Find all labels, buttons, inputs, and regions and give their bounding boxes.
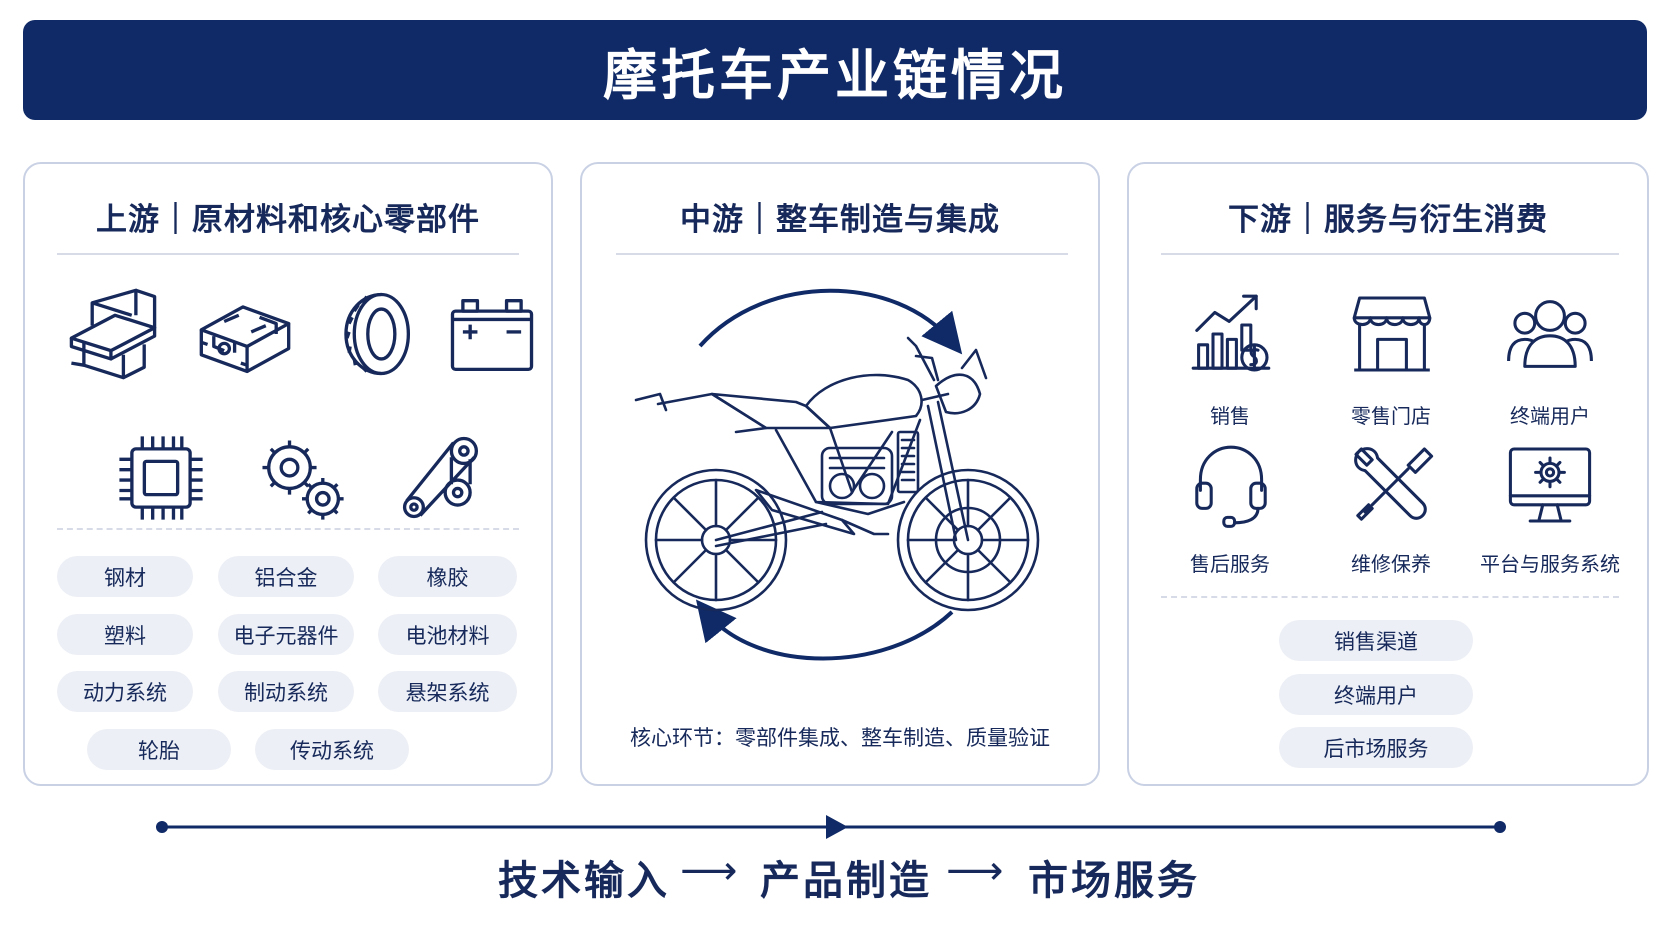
headset-icon [1186,440,1276,530]
upstream-dash-divider [57,528,519,530]
chain-drive-icon [389,426,493,530]
service-label: 销售 [1210,404,1250,428]
storefront-icon [1347,289,1437,379]
material-pill: 轮胎 [87,729,231,770]
flow-end-dot [1494,821,1506,833]
sales-chart-icon [1186,289,1276,379]
aluminum-profile-icon [193,282,297,386]
material-pill: 塑料 [57,614,193,655]
chip-icon [109,426,213,530]
flow-arrow-icon: ⟶ [946,848,1004,894]
material-pill: 电子元器件 [218,614,354,655]
flow-mid-arrow-icon [826,815,848,839]
downstream-divider [1161,253,1619,255]
upstream-divider [57,253,519,255]
cycle-arrow-top [698,288,963,355]
flow-arrow-icon: ⟶ [680,848,738,894]
core-process-note: 核心环节：零部件集成、整车制造、质量验证 [630,726,1050,750]
battery-icon [440,282,544,386]
material-pill: 电池材料 [378,614,517,655]
service-label: 零售门店 [1351,404,1431,428]
downstream-panel: 下游｜服务与衍生消费 [1127,162,1649,786]
material-pill: 悬架系统 [378,671,517,712]
wrench-screwdriver-icon [1347,440,1437,530]
midstream-title: 中游｜整车制造与集成 [680,202,1000,238]
upstream-title: 上游｜原材料和核心零部件 [96,202,480,238]
flow-step-manufacturing: 产品制造 [760,858,932,904]
gears-icon [250,426,354,530]
material-pill: 钢材 [57,556,193,597]
channel-pill: 终端用户 [1279,674,1473,715]
service-label: 售后服务 [1190,552,1270,576]
upstream-panel: 上游｜原材料和核心零部件 [23,162,553,786]
material-pill: 传动系统 [255,729,409,770]
material-pill: 橡胶 [378,556,517,597]
service-label: 终端用户 [1510,404,1590,428]
flow-step-market-service: 市场服务 [1028,858,1200,904]
material-pill: 制动系统 [218,671,354,712]
channel-pill: 后市场服务 [1279,727,1473,768]
page-title: 摩托车产业链情况 [603,43,1067,107]
flow-start-dot [156,821,168,833]
midstream-panel: 中游｜整车制造与集成 [580,162,1100,786]
cycle-arrow-bottom [695,599,954,661]
channel-pill: 销售渠道 [1279,620,1473,661]
steel-beam-icon [61,282,165,386]
downstream-dash-divider [1161,596,1619,598]
midstream-divider [616,253,1068,255]
tire-icon [321,282,425,386]
motorcycle-illustration [634,288,1040,661]
material-pill: 动力系统 [57,671,193,712]
title-bar: 摩托车产业链情况 [23,20,1647,120]
monitor-gear-icon [1505,440,1595,530]
flow-step-tech-input: 技术输入 [498,858,670,904]
material-pill: 铝合金 [218,556,354,597]
service-label: 维修保养 [1351,552,1431,576]
downstream-title: 下游｜服务与衍生消费 [1228,202,1548,238]
service-label: 平台与服务系统 [1480,552,1620,576]
users-icon [1505,289,1595,379]
